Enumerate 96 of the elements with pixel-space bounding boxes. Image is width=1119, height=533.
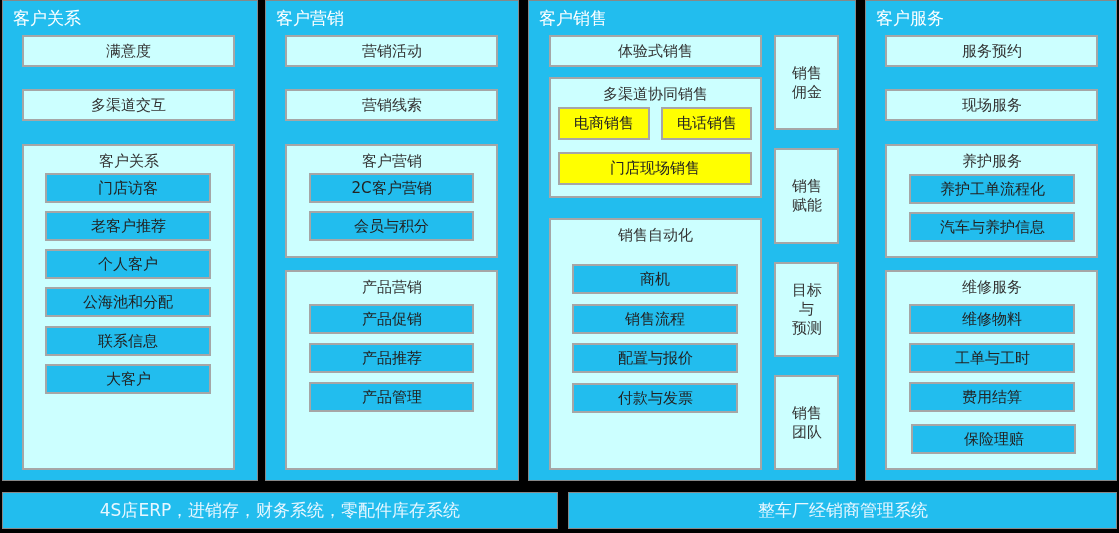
feature-label: 保险理赔 (963, 428, 1024, 450)
feature-box (45, 173, 211, 203)
feature-box (309, 304, 474, 334)
module-group-box (885, 144, 1098, 258)
feature-label: 会员与积分 (354, 215, 429, 237)
channel-label: 门店现场销售 (610, 158, 700, 180)
feature-box (309, 173, 474, 203)
module-label: 多渠道交互 (91, 94, 166, 116)
feature-box (45, 211, 211, 241)
category-panel (265, 0, 519, 481)
module-label: 营销线索 (361, 94, 422, 116)
feature-box (572, 264, 738, 294)
channel-label: 电话销售 (676, 113, 737, 135)
feature-label: 门店访客 (98, 177, 158, 199)
module-group-box (22, 144, 235, 470)
module-group-box (285, 144, 498, 258)
group-title: 多渠道协同销售 (603, 84, 708, 105)
module-label: 销售佣金 (791, 63, 822, 102)
module-group-box (549, 218, 762, 470)
feature-label: 销售流程 (625, 308, 685, 330)
module-box (22, 89, 235, 121)
module-label: 满意度 (106, 40, 151, 62)
feature-label: 个人客户 (98, 253, 158, 275)
panel-title: 客户营销 (276, 7, 344, 30)
module-label: 现场服务 (961, 94, 1022, 116)
channel-box (558, 152, 752, 185)
module-box (774, 35, 839, 130)
module-label: 销售团队 (791, 403, 822, 442)
feature-label: 汽车与养护信息 (939, 216, 1045, 238)
feature-box (45, 249, 211, 279)
group-title: 维修服务 (961, 277, 1022, 298)
feature-label: 养护工单流程化 (939, 178, 1045, 200)
module-box (885, 35, 1098, 67)
feature-box (572, 304, 738, 334)
feature-box (909, 212, 1075, 242)
system-label: 4S店ERP，进销存，财务系统，零配件库存系统 (99, 498, 461, 522)
module-box (885, 89, 1098, 121)
feature-box (909, 343, 1075, 373)
system-label: 整车厂经销商管理系统 (757, 498, 928, 522)
feature-box (572, 383, 738, 413)
feature-box (309, 211, 474, 241)
category-panel (528, 0, 856, 481)
feature-box (572, 343, 738, 373)
channel-label: 电商销售 (574, 113, 634, 135)
feature-label: 联系信息 (98, 330, 158, 352)
module-label: 销售赋能 (791, 177, 822, 215)
system-bar (568, 492, 1117, 529)
channel-box (661, 107, 752, 140)
panel-title: 客户服务 (876, 7, 944, 30)
module-group-box (885, 270, 1098, 470)
feature-label: 大客户 (105, 368, 151, 390)
group-title: 客户营销 (361, 151, 422, 172)
system-bar (2, 492, 558, 529)
module-box (285, 89, 498, 121)
feature-box (309, 343, 474, 373)
feature-box (909, 174, 1075, 204)
module-box (285, 35, 498, 67)
module-box (774, 262, 839, 357)
feature-label: 2C客户营销 (351, 177, 432, 199)
feature-box (45, 364, 211, 394)
group-title: 产品营销 (361, 277, 422, 298)
feature-box (309, 382, 474, 412)
panel-title: 客户销售 (539, 7, 607, 30)
feature-label: 产品推荐 (361, 347, 422, 369)
group-title: 销售自动化 (618, 225, 693, 246)
feature-box (45, 287, 211, 317)
module-box (774, 375, 839, 470)
module-label: 服务预约 (961, 40, 1022, 62)
module-group-box (285, 270, 498, 470)
module-box (22, 35, 235, 67)
group-title: 客户关系 (98, 151, 159, 172)
channel-box (558, 107, 650, 140)
module-group-box (549, 77, 762, 198)
feature-label: 公海池和分配 (83, 291, 173, 313)
feature-label: 产品促销 (361, 308, 422, 330)
feature-box (909, 304, 1075, 334)
category-panel (2, 0, 258, 481)
feature-label: 工单与工时 (954, 347, 1030, 369)
category-panel (865, 0, 1117, 481)
feature-label: 付款与发票 (617, 387, 693, 409)
feature-box (909, 382, 1075, 412)
module-label: 体验式销售 (618, 40, 693, 62)
module-label: 目标与预测 (791, 281, 822, 338)
module-box (774, 148, 839, 244)
panel-title: 客户关系 (13, 7, 81, 30)
feature-label: 商机 (640, 268, 670, 290)
feature-label: 维修物料 (962, 308, 1022, 330)
feature-label: 费用结算 (962, 386, 1022, 408)
group-title: 养护服务 (961, 151, 1022, 172)
feature-box (911, 424, 1076, 454)
feature-label: 配置与报价 (617, 347, 693, 369)
module-label: 营销活动 (361, 40, 422, 62)
feature-box (45, 326, 211, 356)
module-box (549, 35, 762, 67)
feature-label: 老客户推荐 (90, 215, 166, 237)
feature-label: 产品管理 (361, 386, 422, 408)
